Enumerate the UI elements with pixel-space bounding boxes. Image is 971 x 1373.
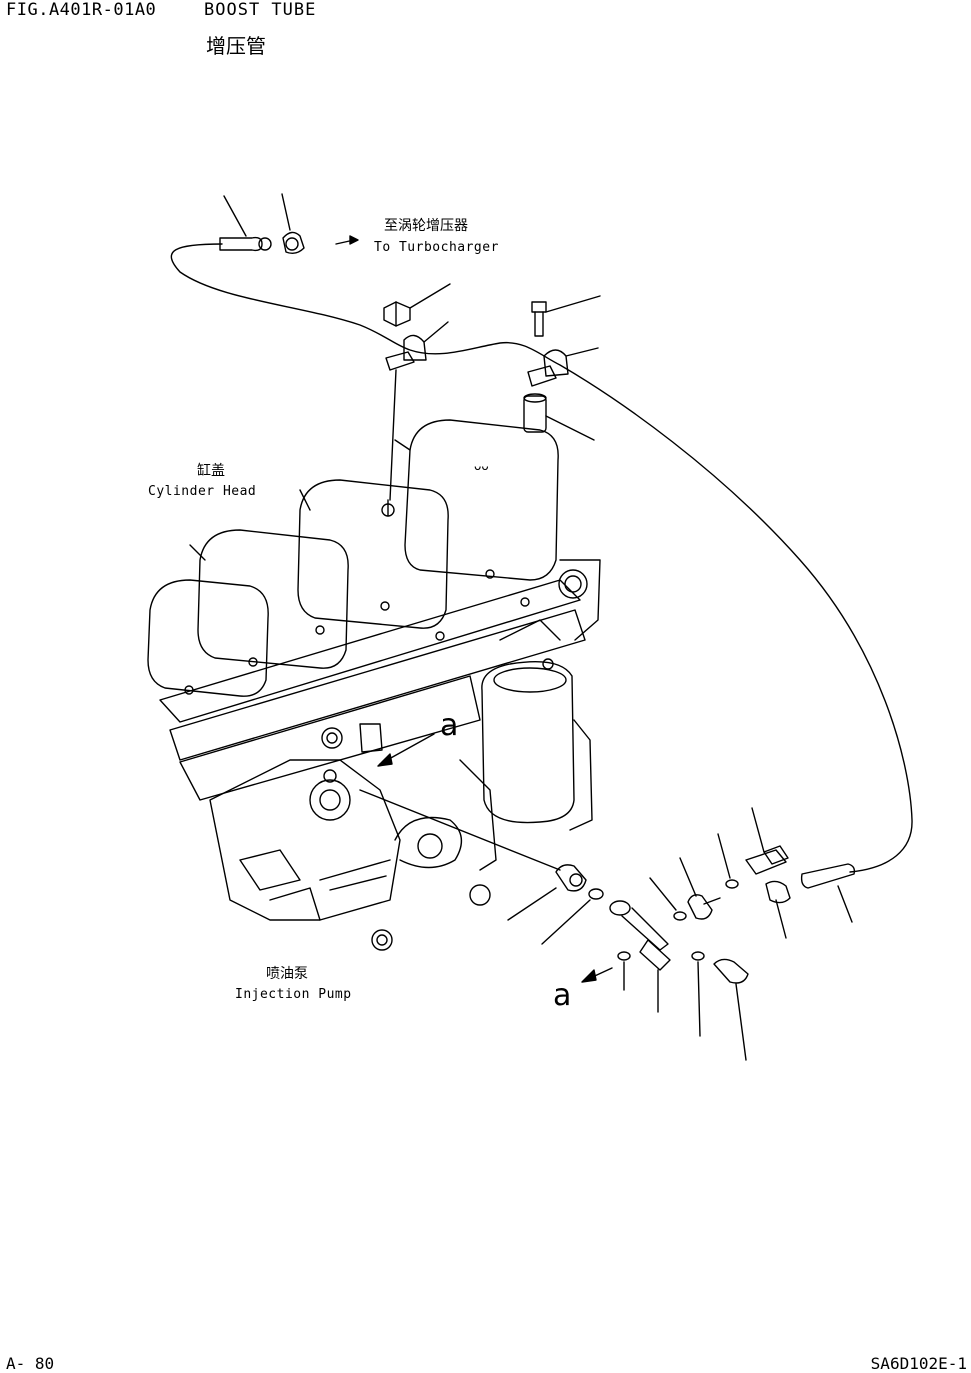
injection-pump-body [210, 724, 560, 950]
diagram-title-chinese: 增压管 [206, 34, 266, 58]
injection-pump-label-chinese: 喷油泵 [266, 966, 308, 982]
turbo-end-fittings [220, 194, 358, 253]
svg-text:ᴗᴗ: ᴗᴗ [474, 459, 489, 473]
detail-marker-lower: a [553, 978, 572, 1013]
page-number: A- 80 [6, 1354, 55, 1373]
document-code: SA6D102E-1 [870, 1354, 967, 1373]
lower-fittings [508, 808, 854, 1060]
boost-tube-line [171, 244, 912, 872]
cylinder-head-label-chinese: 缸盖 [197, 463, 225, 479]
clamp-left [384, 284, 450, 500]
detail-marker-upper: a [440, 708, 459, 743]
clamp-right [524, 296, 600, 440]
cylinder-head-block: ᴗᴗ [148, 420, 600, 800]
filter-housing [482, 620, 592, 830]
cylinder-head-label-english: Cylinder Head [148, 484, 257, 499]
detail-arrow-upper [378, 734, 434, 766]
turbocharger-label-english: To Turbocharger [374, 240, 499, 255]
figure-id: FIG.A401R-01A0 [6, 0, 157, 20]
diagram-title-english: BOOST TUBE [204, 0, 317, 20]
turbocharger-label-chinese: 至涡轮增压器 [384, 218, 468, 234]
injection-pump-label-english: Injection Pump [235, 987, 352, 1002]
